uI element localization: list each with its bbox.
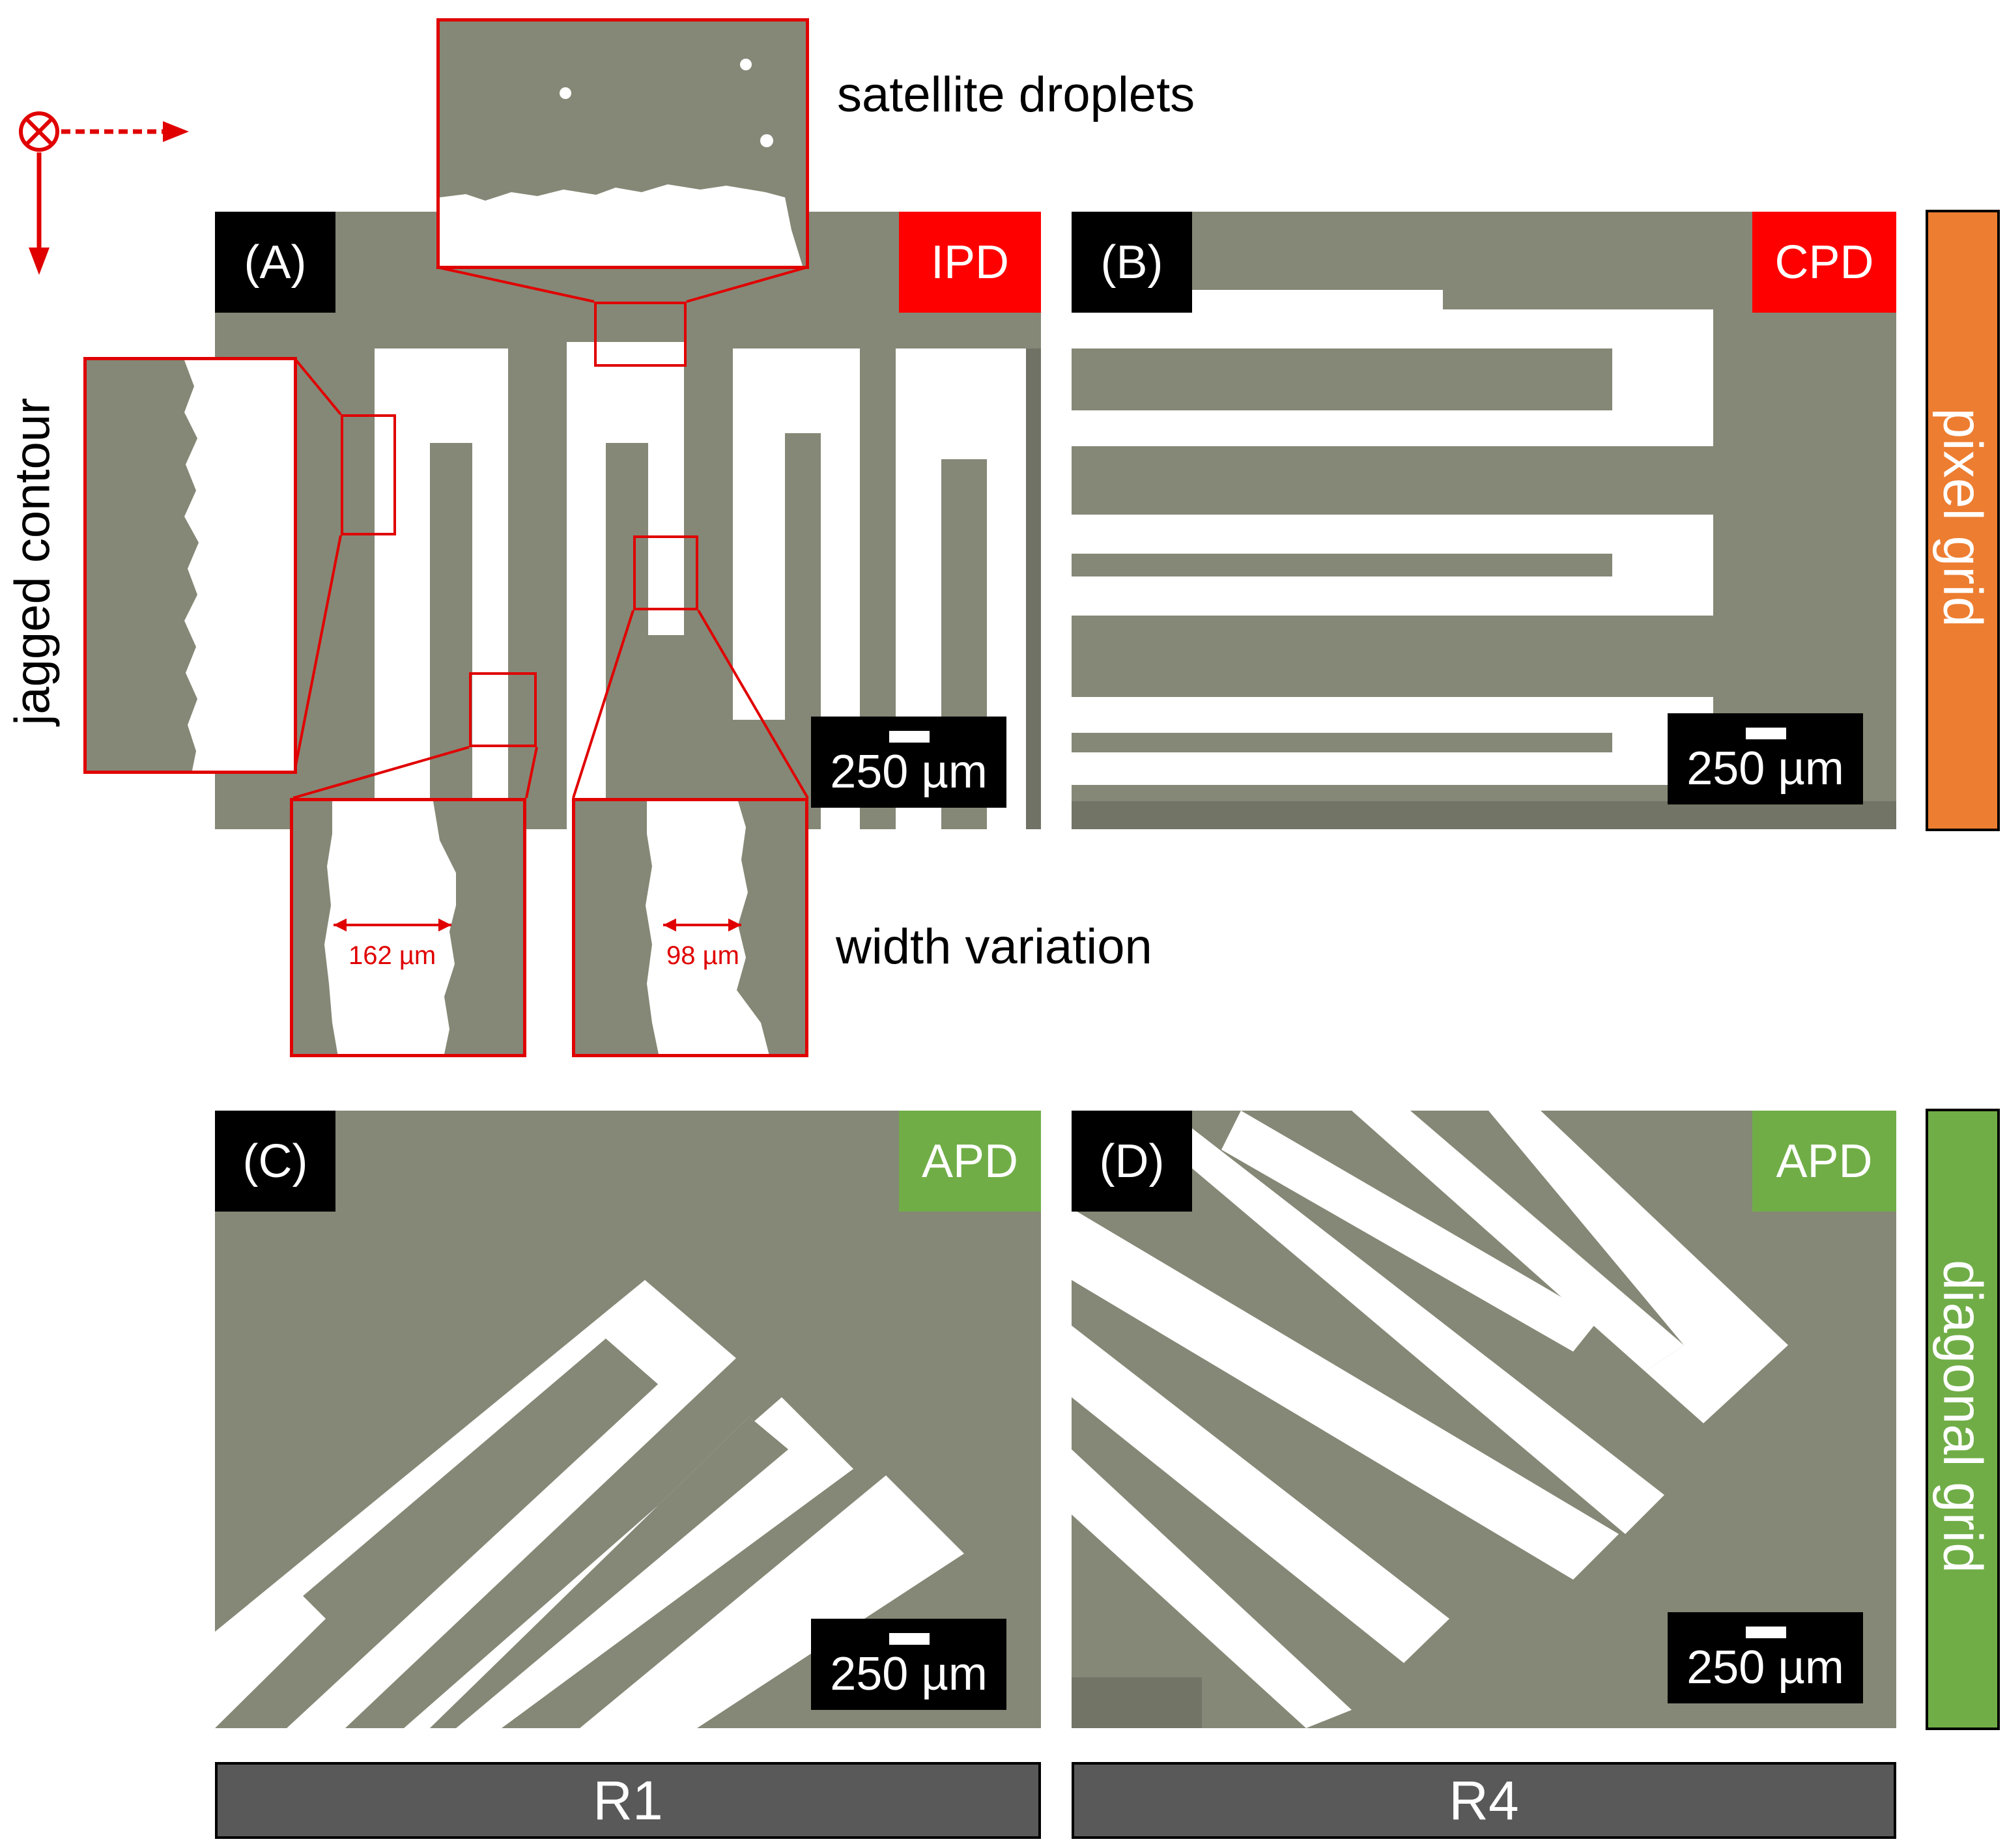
row-label-pixel-grid-text: pixel grid <box>1932 408 1994 627</box>
panel-c-label: (C) <box>215 1111 335 1212</box>
panel-d-label: (D) <box>1072 1111 1192 1212</box>
panel-a-label: (A) <box>215 212 335 313</box>
panel-d-scale-label: 250 µm <box>1687 1642 1844 1694</box>
inset-width-variation-162: 162 µm <box>290 798 526 1057</box>
panel-b-label: (B) <box>1072 212 1192 313</box>
panel-a-scale-bar: 250 µm <box>811 717 1006 808</box>
panel-c-scale-bar: 250 µm <box>811 1619 1006 1710</box>
panel-c-scale-label: 250 µm <box>830 1648 988 1700</box>
panel-b-scale-bar: 250 µm <box>1668 713 1863 804</box>
panel-a-method-badge: IPD <box>899 212 1041 313</box>
panel-b-scale-label: 250 µm <box>1687 743 1844 795</box>
column-label-r1: R1 <box>215 1762 1041 1839</box>
width-measure-162: 162 µm <box>349 941 436 970</box>
panel-a-scale-label: 250 µm <box>830 746 988 798</box>
inset-satellite-droplets <box>436 18 809 269</box>
panel-d-method-badge: APD <box>1752 1111 1896 1212</box>
zoom-box-left <box>341 414 396 535</box>
width-measure-98: 98 µm <box>666 941 739 970</box>
panel-c-method-badge: APD <box>899 1111 1041 1212</box>
row-label-pixel-grid: pixel grid <box>1926 210 2000 831</box>
panel-d-scale-bar: 250 µm <box>1668 1612 1863 1703</box>
annotation-width-variation: width variation <box>836 919 1152 974</box>
zoom-box-mid-right <box>633 535 698 610</box>
column-label-r4: R4 <box>1072 1762 1896 1839</box>
annotation-satellite-droplets: satellite droplets <box>837 67 1195 122</box>
annotation-jagged-contour: jagged contour <box>5 397 61 726</box>
zoom-box-mid-left <box>469 672 537 747</box>
axis-orientation-icon <box>19 111 189 275</box>
row-label-diagonal-grid-text: diagonal grid <box>1932 1259 1994 1574</box>
inset-width-variation-98: 98 µm <box>572 798 808 1057</box>
row-label-diagonal-grid: diagonal grid <box>1926 1109 2000 1730</box>
panel-b-method-badge: CPD <box>1752 212 1896 313</box>
inset-jagged-contour <box>83 357 297 774</box>
zoom-box-top <box>594 302 687 367</box>
